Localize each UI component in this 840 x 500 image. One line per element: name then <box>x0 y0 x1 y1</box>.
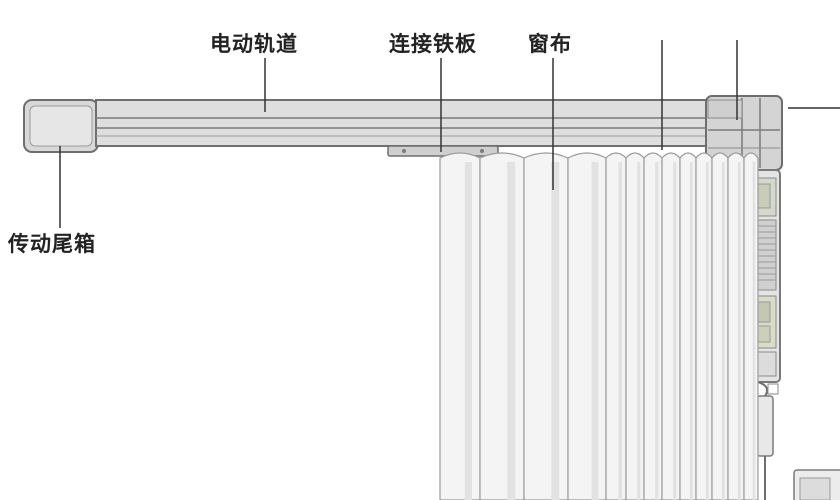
label-electric-track: 电动轨道 <box>210 32 298 56</box>
label-transmission-end-box: 传动尾箱 <box>8 232 96 256</box>
transmission-end-box <box>23 99 99 153</box>
curtain-pleat-shade <box>637 162 641 500</box>
curtain-pleat <box>439 152 481 500</box>
label-connecting-plate: 连接铁板 <box>389 32 477 56</box>
curtain-pleat-shade <box>507 162 516 500</box>
curtain-pleat <box>479 152 525 500</box>
curtain-pleat-shade <box>689 162 693 500</box>
curtain-pleat-shade <box>673 162 677 500</box>
power-cable <box>756 381 779 500</box>
curtain-pleat <box>711 152 729 500</box>
curtain-pleat <box>743 152 759 500</box>
wall-socket <box>793 469 840 500</box>
curtain-pleat <box>567 152 607 500</box>
electric-track <box>95 99 727 147</box>
curtain-pleat <box>695 152 713 500</box>
curtain-pleat-shade <box>752 162 756 500</box>
curtain-pleat <box>643 152 663 500</box>
curtain-pleat <box>727 152 745 500</box>
curtain-pleat-shade <box>464 162 472 500</box>
curtain-pleat-shade <box>721 162 725 500</box>
curtain-pleat <box>661 152 681 500</box>
curtain-pleat-shade <box>705 162 709 500</box>
curtain-pleat-shade <box>737 162 741 500</box>
curtain-pleat <box>625 152 645 500</box>
curtain-pleat <box>523 152 569 500</box>
curtain-fabric <box>439 152 759 500</box>
curtain-pleat-shade <box>618 162 622 500</box>
curtain-pleat <box>679 152 697 500</box>
leader-lines <box>59 40 840 228</box>
curtain-pleat-shade <box>551 162 560 500</box>
curtain-pleat <box>605 152 627 500</box>
label-curtain: 窗布 <box>528 32 572 56</box>
corner-gearbox <box>705 95 783 171</box>
curtain-pleat-shade <box>655 162 659 500</box>
connecting-plate <box>387 145 499 157</box>
curtain-pleat-shade <box>591 162 599 500</box>
